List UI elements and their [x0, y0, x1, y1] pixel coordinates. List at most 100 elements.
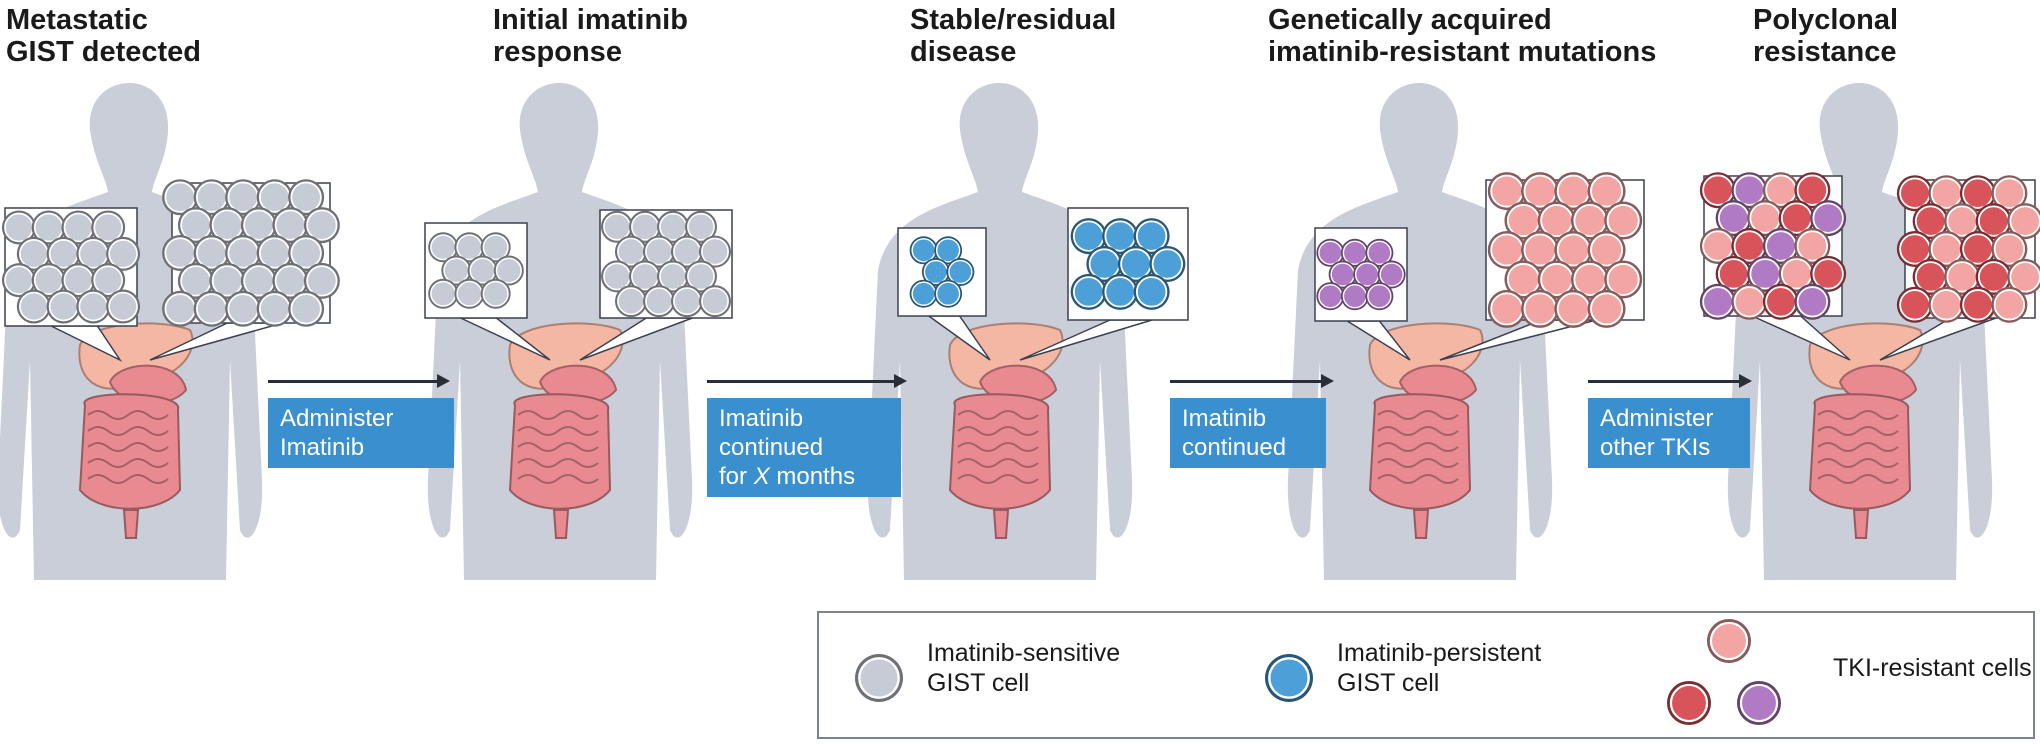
patient-figure-5	[1699, 82, 2040, 581]
cell-inner	[1977, 261, 2010, 293]
tumor-cell	[1340, 282, 1369, 311]
intestine-fold	[957, 410, 1039, 420]
transition-3-label: Imatinib continued	[1170, 398, 1326, 468]
intestine-fold	[1377, 442, 1459, 452]
tumor-cell	[1747, 255, 1784, 292]
tumor-cell	[615, 235, 647, 268]
cell-inner	[1072, 276, 1105, 308]
tumor-cell	[909, 279, 938, 308]
cell-inner	[290, 237, 322, 269]
tumor-cell	[162, 235, 199, 271]
cell-inner	[1930, 233, 1963, 265]
cell-inner	[1669, 683, 1709, 723]
legend-sensitive-line2: GIST cell	[927, 669, 1030, 697]
cell-inner	[33, 212, 64, 243]
tumor-cell	[1747, 200, 1784, 237]
transition-1-line2: Imatinib	[280, 434, 365, 461]
tumor-cell	[177, 207, 214, 244]
intestine-icon	[1808, 393, 1912, 510]
cell-inner	[1946, 261, 1978, 293]
cell-inner	[1342, 240, 1368, 265]
tumor-cell	[61, 210, 96, 245]
intestine-fold	[1377, 410, 1459, 420]
tumor-cell	[91, 210, 126, 245]
cell-inner	[1702, 174, 1734, 206]
cell-inner	[1342, 284, 1368, 309]
legend-sensitive-cell-icon	[855, 654, 903, 702]
cell-inner	[858, 657, 900, 699]
legend-icons	[855, 619, 1781, 725]
stage-4-title-line1: Genetically acquired	[1268, 4, 1552, 36]
cell-inner	[164, 293, 196, 325]
cell-inner	[63, 265, 94, 295]
tumor-cell	[657, 210, 689, 243]
rectum-icon	[1412, 509, 1430, 539]
tumor-cell	[1778, 200, 1815, 237]
cell-inner	[687, 262, 715, 291]
legend-resistant-label: TKI-resistant cells	[1833, 654, 2032, 682]
tumor-cell	[685, 260, 717, 293]
stage-5-title-line2: resistance	[1753, 36, 1897, 68]
tumor-cell	[1587, 231, 1626, 269]
transition-3-arrow	[1170, 374, 1334, 388]
cell-inner	[603, 212, 631, 241]
cell-inner	[1993, 289, 2026, 321]
cell-inner	[923, 259, 949, 285]
tumor-cell	[225, 290, 262, 327]
cell-inner	[1151, 248, 1184, 280]
tumor-cell	[1699, 172, 1736, 209]
tumor-cell	[1521, 289, 1560, 328]
cell-inner	[673, 237, 701, 266]
stage-5-title: Polyclonal resistance	[1753, 4, 1898, 68]
tumor-cell	[1762, 172, 1799, 209]
tumor-cell	[480, 278, 511, 309]
callout-right	[1879, 175, 2040, 361]
patient-figure-1	[0, 83, 340, 580]
cell-inner	[1930, 177, 1963, 209]
intestine-fold	[517, 458, 599, 468]
tumor-cell	[256, 179, 293, 216]
intestine-icon	[508, 393, 612, 510]
tumor-cell	[162, 290, 199, 327]
stage-2-title-line2: response	[493, 36, 622, 68]
stage-5-title-line1: Polyclonal	[1753, 4, 1899, 36]
tumor-cell	[1991, 286, 2028, 323]
cell-inner	[180, 265, 212, 297]
tumor-cell	[193, 290, 230, 327]
intestine-fold	[517, 442, 599, 452]
cell-inner	[93, 212, 123, 243]
cell-inner	[603, 262, 631, 291]
cell-inner	[1733, 286, 1766, 318]
tumor-cell	[1316, 282, 1345, 311]
legend-box: Imatinib-sensitive GIST cell Imatinib-pe…	[817, 611, 2035, 739]
tumor-cell	[1778, 255, 1815, 292]
tumor-cell	[1587, 172, 1626, 211]
intestine-fold	[1817, 426, 1899, 436]
tumor-cell	[76, 289, 111, 324]
tumor-cell	[1810, 255, 1847, 292]
cell-inner	[258, 237, 291, 269]
tumor-cell	[209, 207, 246, 244]
intestine-fold	[87, 426, 169, 436]
legend-persistent-cell-icon	[1265, 654, 1313, 702]
cell-inner	[33, 265, 64, 295]
cell-inner	[1749, 202, 1781, 234]
tumor-cell	[454, 278, 485, 309]
transition-4-arrow	[1588, 374, 1752, 388]
tumor-cell	[1944, 258, 1981, 295]
callout-left	[897, 227, 991, 361]
cell-inner	[1556, 233, 1590, 267]
tumor-cell	[91, 263, 126, 298]
tumor-cell	[1487, 231, 1526, 269]
tumor-cell	[1487, 172, 1526, 211]
tumor-cell	[1133, 273, 1170, 310]
cell-inner	[617, 237, 645, 266]
tumor-cell	[303, 207, 340, 244]
cell-inner	[456, 234, 483, 261]
cell-inner	[2009, 261, 2040, 293]
tumor-cell	[493, 255, 524, 286]
tumor-cell	[106, 289, 141, 324]
tumor-cell	[1353, 260, 1382, 289]
cell-inner	[1104, 276, 1136, 308]
